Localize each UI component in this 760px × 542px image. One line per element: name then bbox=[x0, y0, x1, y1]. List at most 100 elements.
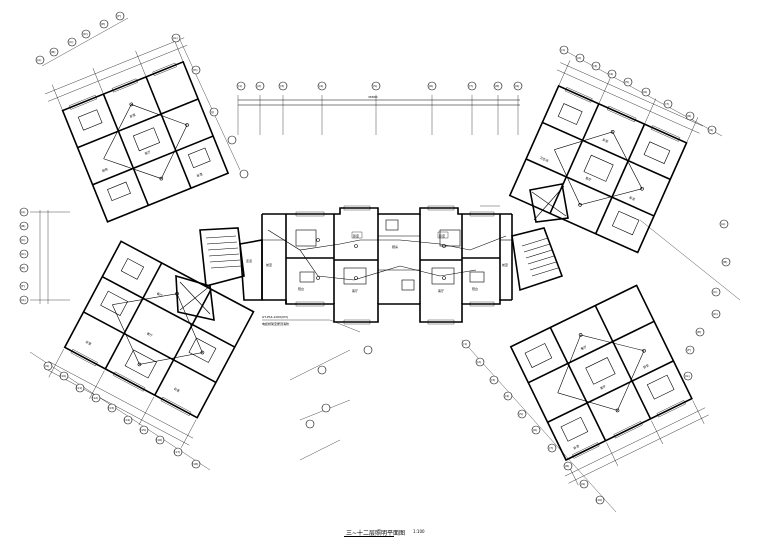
axis-label: (B) bbox=[51, 50, 55, 54]
axis-label: (13) bbox=[108, 406, 114, 410]
axis-label: (8) bbox=[687, 114, 691, 118]
axis-label: (E) bbox=[101, 22, 105, 26]
lower-annotation-bubbles bbox=[289, 345, 373, 461]
axis-label: (C) bbox=[21, 238, 25, 242]
axis-label: (15) bbox=[140, 428, 146, 432]
riser-note: 电缆桥架至屋顶消防 bbox=[262, 321, 289, 326]
room-label: 客厅 bbox=[585, 175, 593, 182]
axis-label: (8) bbox=[495, 84, 499, 88]
axis-label: (1) bbox=[238, 84, 242, 88]
axis-label: (C) bbox=[69, 40, 73, 44]
axis-label: (2) bbox=[477, 360, 481, 364]
axis-label: (3) bbox=[491, 378, 495, 382]
axis-label: (16) bbox=[156, 438, 162, 442]
room-label: 卧室 bbox=[196, 171, 203, 178]
axis-label: (2) bbox=[257, 84, 261, 88]
axis-label: (10) bbox=[60, 374, 66, 378]
axis-label: (A) bbox=[21, 210, 25, 214]
axis-label: (D) bbox=[83, 32, 88, 36]
room-label: 客厅 bbox=[146, 331, 154, 338]
axis-label: (6) bbox=[643, 90, 647, 94]
axis-label: (9) bbox=[515, 84, 519, 88]
axis-label: (F) bbox=[21, 284, 25, 288]
room-label: 厨房 bbox=[392, 244, 398, 249]
room-label: 客厅 bbox=[352, 288, 358, 293]
riser-note: GT-PS4-1000(IP3) bbox=[262, 315, 288, 319]
right-side-axis-bubbles: (A) (B) (C) (D) (E) (F) (G) bbox=[639, 219, 741, 381]
bottom-right-wing: 餐厅 客厅 卧室 卧室 bbox=[509, 284, 709, 486]
axis-label: (G) bbox=[685, 374, 690, 378]
room-label: 卧室 bbox=[572, 443, 580, 450]
axis-label: (10) bbox=[596, 498, 602, 502]
left-side-axis-bubbles: (A) (B) (C) (D) (E) (F) (G) bbox=[19, 207, 70, 305]
room-label: 卧室 bbox=[602, 137, 610, 144]
room-label: 前室 bbox=[266, 262, 272, 267]
bottom-right-axis-bubbles: (1) (2) (3) (4) (5) (6) (7) (8) (9) (10) bbox=[461, 339, 617, 513]
drawing-title: 三~十二层照明平面图 bbox=[346, 530, 406, 537]
top-right-axis-bubbles: (1) (2) (3) (4) (5) (6) (7) (8) (9) bbox=[559, 45, 723, 137]
axis-label: (4) bbox=[505, 394, 509, 398]
axis-label: (G) bbox=[173, 36, 178, 40]
room-label: 客厅 bbox=[438, 288, 444, 293]
axis-label: (18) bbox=[192, 462, 198, 466]
room-label: 卧室 bbox=[129, 112, 136, 119]
bottom-left-axis-bubbles: (9) (10) (11) (12) (13) (14) (15) (16) (… bbox=[29, 351, 211, 471]
axis-label: (9) bbox=[45, 364, 49, 368]
room-label: 阳台 bbox=[298, 286, 304, 291]
bottom-left-wing: 客厅 卧室 卧室 餐厅 bbox=[44, 240, 255, 448]
axis-label: (J) bbox=[211, 110, 214, 114]
axis-label: (G) bbox=[21, 298, 26, 302]
top-left-axis-bubbles: (A) (B) (C) (D) (E) (F) (G) (H) (J) bbox=[35, 11, 249, 179]
axis-label: (3) bbox=[593, 64, 597, 68]
axis-label: (4) bbox=[609, 72, 613, 76]
left-core: 走道 bbox=[175, 227, 263, 322]
axis-label: (8) bbox=[565, 464, 569, 468]
axis-label: (D) bbox=[21, 252, 26, 256]
room-label: 卧室 bbox=[629, 195, 637, 202]
axis-label: (B) bbox=[723, 260, 727, 264]
room-label: 餐厅 bbox=[156, 291, 164, 298]
axis-label: (17) bbox=[174, 450, 180, 454]
axis-label: (11) bbox=[76, 386, 82, 390]
room-label: 卧室 bbox=[353, 233, 359, 238]
axis-label: (E) bbox=[697, 330, 701, 334]
axis-label: (7) bbox=[665, 102, 669, 106]
axis-label: (H) bbox=[193, 68, 198, 72]
room-label: 走道 bbox=[246, 258, 252, 263]
room-label: 卧室 bbox=[85, 339, 93, 346]
top-right-wing: 卧室 客厅 卧室 卫生间 bbox=[508, 60, 703, 254]
room-label: 阳台 bbox=[472, 286, 478, 291]
top-left-wing: 卧室 客厅 厨房 卧室 bbox=[45, 35, 230, 223]
axis-label: (7) bbox=[549, 446, 553, 450]
title-underline bbox=[344, 536, 394, 537]
axis-label: (2) bbox=[577, 56, 581, 60]
axis-label: (6) bbox=[533, 428, 537, 432]
title-block: 三~十二层照明平面图 1:100 bbox=[336, 527, 456, 539]
axis-label: (12) bbox=[92, 396, 98, 400]
room-label: 前室 bbox=[502, 262, 508, 267]
right-core bbox=[511, 183, 569, 292]
axis-label: (1) bbox=[561, 48, 565, 52]
room-label: 客厅 bbox=[144, 149, 151, 156]
room-label: 卧室 bbox=[439, 233, 445, 238]
axis-label: (5) bbox=[519, 412, 523, 416]
room-label: 客厅 bbox=[599, 383, 607, 390]
axis-label: (C) bbox=[713, 290, 717, 294]
axis-label: (F) bbox=[687, 348, 691, 352]
axis-label: (E) bbox=[21, 266, 25, 270]
axis-label: (14) bbox=[124, 418, 130, 422]
axis-label: (1) bbox=[463, 342, 467, 346]
axis-label: (F) bbox=[117, 14, 121, 18]
axis-label: (6) bbox=[429, 84, 433, 88]
room-label: 卧室 bbox=[173, 386, 181, 393]
axis-label: (A) bbox=[37, 58, 41, 62]
axis-label: (5) bbox=[373, 84, 377, 88]
room-label: 卫生间 bbox=[539, 155, 549, 163]
room-label: 卧室 bbox=[642, 362, 650, 369]
axis-label: (9) bbox=[581, 482, 585, 486]
room-label: 餐厅 bbox=[580, 344, 588, 351]
axis-label: (D) bbox=[713, 312, 718, 316]
axis-label: (A) bbox=[721, 222, 725, 226]
room-label: 厨房 bbox=[101, 166, 108, 173]
